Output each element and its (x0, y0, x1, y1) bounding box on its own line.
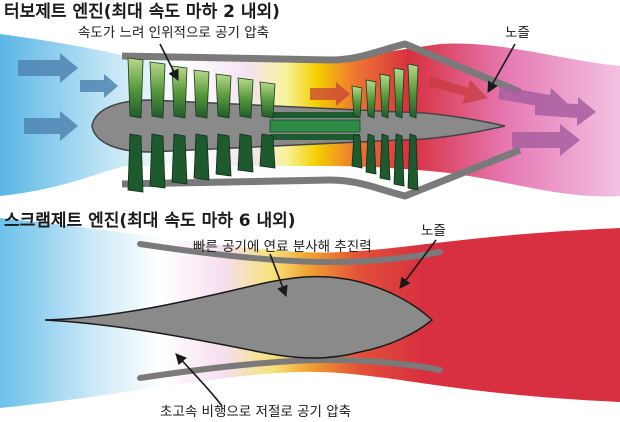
blade (351, 133, 363, 169)
compression-label: 초고속 비행으로 저절로 공기 압축 (160, 404, 351, 420)
compression-leader (175, 353, 223, 407)
turbojet-casing-bottom (121, 146, 522, 200)
blade (237, 133, 254, 173)
turbojet-nozzle-label: 노즐 (505, 25, 530, 41)
blade (149, 61, 166, 119)
turbojet-title: 터보제트 엔진(최대 속도 마하 2 내외) (4, 2, 280, 22)
blade (379, 73, 391, 119)
blade (215, 133, 232, 177)
turbine-blades (351, 63, 419, 191)
turbojet-exhaust-arrows (498, 86, 596, 156)
scramjet-wall-top (137, 241, 443, 266)
blade (379, 133, 391, 181)
turbojet-casing-top (121, 40, 522, 96)
blade (393, 133, 405, 187)
turbojet-nozzle-leader (487, 43, 516, 93)
scramjet-nozzle-label: 노즐 (421, 223, 446, 239)
blade (365, 133, 377, 175)
combustion-label: 빠른 공기에 연료 분사해 추진력 (193, 239, 372, 255)
compressor-leader (159, 43, 179, 82)
scramjet-engine (0, 218, 620, 408)
blade (259, 133, 276, 169)
blade (351, 85, 363, 119)
blade (237, 77, 254, 119)
blade (215, 73, 232, 119)
blade (259, 81, 276, 119)
blade (407, 63, 419, 119)
blade (393, 67, 405, 119)
scramjet-nozzle-leader (399, 239, 437, 289)
scramjet-title: 스크램제트 엔진(최대 속도 마하 6 내외) (4, 211, 296, 231)
blade (193, 133, 210, 181)
scramjet-central-body (44, 275, 434, 359)
scramjet-wall-bottom (137, 356, 443, 381)
turbojet-engine (0, 34, 620, 200)
turbojet-core-arrows (310, 76, 488, 106)
leader-lines (159, 43, 516, 407)
blade (193, 69, 210, 119)
turbojet-shaft (269, 119, 361, 133)
blade (365, 79, 377, 119)
turbojet-inflow-arrows (18, 53, 118, 141)
blade (149, 133, 166, 189)
blade (127, 133, 144, 193)
blade (171, 133, 188, 185)
compressor-label: 속도가 느려 인위적으로 공기 압축 (78, 25, 269, 41)
combustion-leader (269, 253, 288, 298)
blade (127, 57, 144, 119)
blade (407, 133, 419, 191)
